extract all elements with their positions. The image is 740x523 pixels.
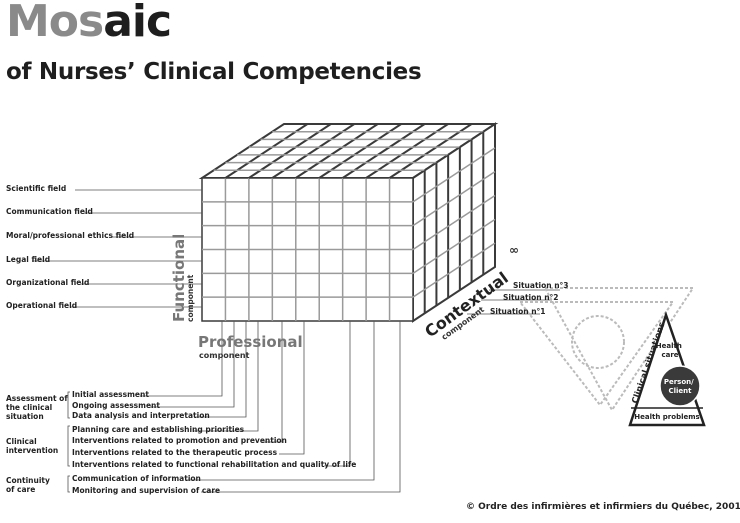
person-client-label: Person/ Client bbox=[664, 378, 696, 395]
dashed-circle bbox=[571, 315, 625, 369]
field-scientific: Scientific field bbox=[6, 184, 67, 193]
person-client-circle bbox=[659, 365, 701, 407]
health-care-line1: Health bbox=[656, 342, 682, 350]
side-grid-depth bbox=[412, 242, 496, 298]
competency-cube bbox=[198, 122, 499, 323]
item-ongoing-assessment: Ongoing assessment bbox=[72, 401, 160, 410]
group-intervention-title: Clinical intervention bbox=[6, 437, 59, 455]
infinity-symbol: ∞ bbox=[509, 243, 519, 257]
item-leader-line bbox=[140, 321, 223, 397]
dashed-triangle-back bbox=[543, 287, 695, 412]
group-bracket bbox=[67, 425, 70, 467]
field-organizational: Organizational field bbox=[6, 278, 90, 287]
side-grid-depth bbox=[412, 218, 496, 274]
side-grid-depth bbox=[412, 147, 496, 203]
item-data-analysis: Data analysis and interpretation bbox=[72, 411, 210, 420]
functional-label: Functional bbox=[170, 234, 188, 322]
group-bracket bbox=[67, 475, 70, 493]
title-part-dark: aic bbox=[103, 0, 172, 47]
group-bracket bbox=[67, 391, 70, 419]
side-grid-depth bbox=[412, 194, 496, 251]
item-leader-line bbox=[150, 321, 235, 408]
health-problems-label: Health problems bbox=[634, 413, 699, 421]
item-functional-rehab: Interventions related to functional reha… bbox=[72, 460, 357, 469]
group-continuity-title: Continuity of care bbox=[6, 476, 50, 494]
top-grid-depth bbox=[271, 123, 355, 179]
copyright-notice: © Ordre des infirmières et infirmiers du… bbox=[466, 502, 740, 512]
top-grid-depth bbox=[224, 123, 308, 179]
situation-2: Situation n°2 bbox=[503, 293, 559, 302]
leader-lines bbox=[32, 189, 560, 493]
top-grid-depth bbox=[295, 123, 379, 179]
situation-3: Situation n°3 bbox=[513, 281, 569, 290]
page-title: Mosaic bbox=[6, 0, 172, 48]
item-initial-assessment: Initial assessment bbox=[72, 390, 149, 399]
top-grid-depth bbox=[389, 123, 473, 179]
top-grid-depth bbox=[365, 123, 449, 179]
top-grid-depth bbox=[342, 123, 426, 179]
item-leader-line bbox=[324, 321, 351, 467]
situation-1: Situation n°1 bbox=[490, 307, 546, 316]
clinical-situations-triangle bbox=[628, 311, 706, 427]
item-planning-care: Planning care and establishing prioritie… bbox=[72, 425, 245, 434]
functional-sub: component bbox=[186, 274, 195, 322]
top-grid-depth bbox=[248, 123, 332, 179]
professional-label: Professional bbox=[198, 333, 303, 351]
item-monitoring-supervision: Monitoring and supervision of care bbox=[72, 486, 221, 495]
item-communication-info: Communication of information bbox=[72, 474, 201, 483]
page-subtitle: of Nurses’ Clinical Competencies bbox=[6, 59, 422, 85]
field-communication: Communication field bbox=[6, 207, 93, 216]
item-leader-line bbox=[186, 321, 375, 481]
item-leader-line bbox=[194, 321, 247, 418]
field-operational: Operational field bbox=[6, 301, 78, 310]
title-part-gray: Mos bbox=[6, 0, 104, 47]
item-leader-line bbox=[262, 321, 283, 443]
item-therapeutic-process: Interventions related to the therapeutic… bbox=[72, 448, 278, 457]
health-care-line2: care bbox=[661, 351, 678, 359]
item-leader-line bbox=[193, 321, 259, 432]
top-grid-depth bbox=[318, 123, 402, 179]
item-promotion-prevention: Interventions related to promotion and p… bbox=[72, 436, 287, 445]
field-moral: Moral/professional ethics field bbox=[6, 231, 135, 240]
item-leader-line bbox=[279, 321, 305, 455]
side-grid-depth bbox=[412, 171, 496, 227]
person-client-line2: Client bbox=[668, 387, 692, 395]
professional-sub: component bbox=[199, 351, 250, 360]
dashed-triangles bbox=[517, 287, 695, 412]
item-leader-line bbox=[201, 321, 401, 493]
person-client-line1: Person/ bbox=[664, 378, 694, 386]
functional-component-label: Functional component bbox=[170, 234, 195, 322]
dashed-triangle-mid bbox=[517, 301, 675, 407]
field-legal: Legal field bbox=[6, 255, 51, 264]
health-care-label: Health care bbox=[656, 342, 685, 359]
group-assessment-title: Assessment of the clinical situation bbox=[6, 394, 68, 421]
